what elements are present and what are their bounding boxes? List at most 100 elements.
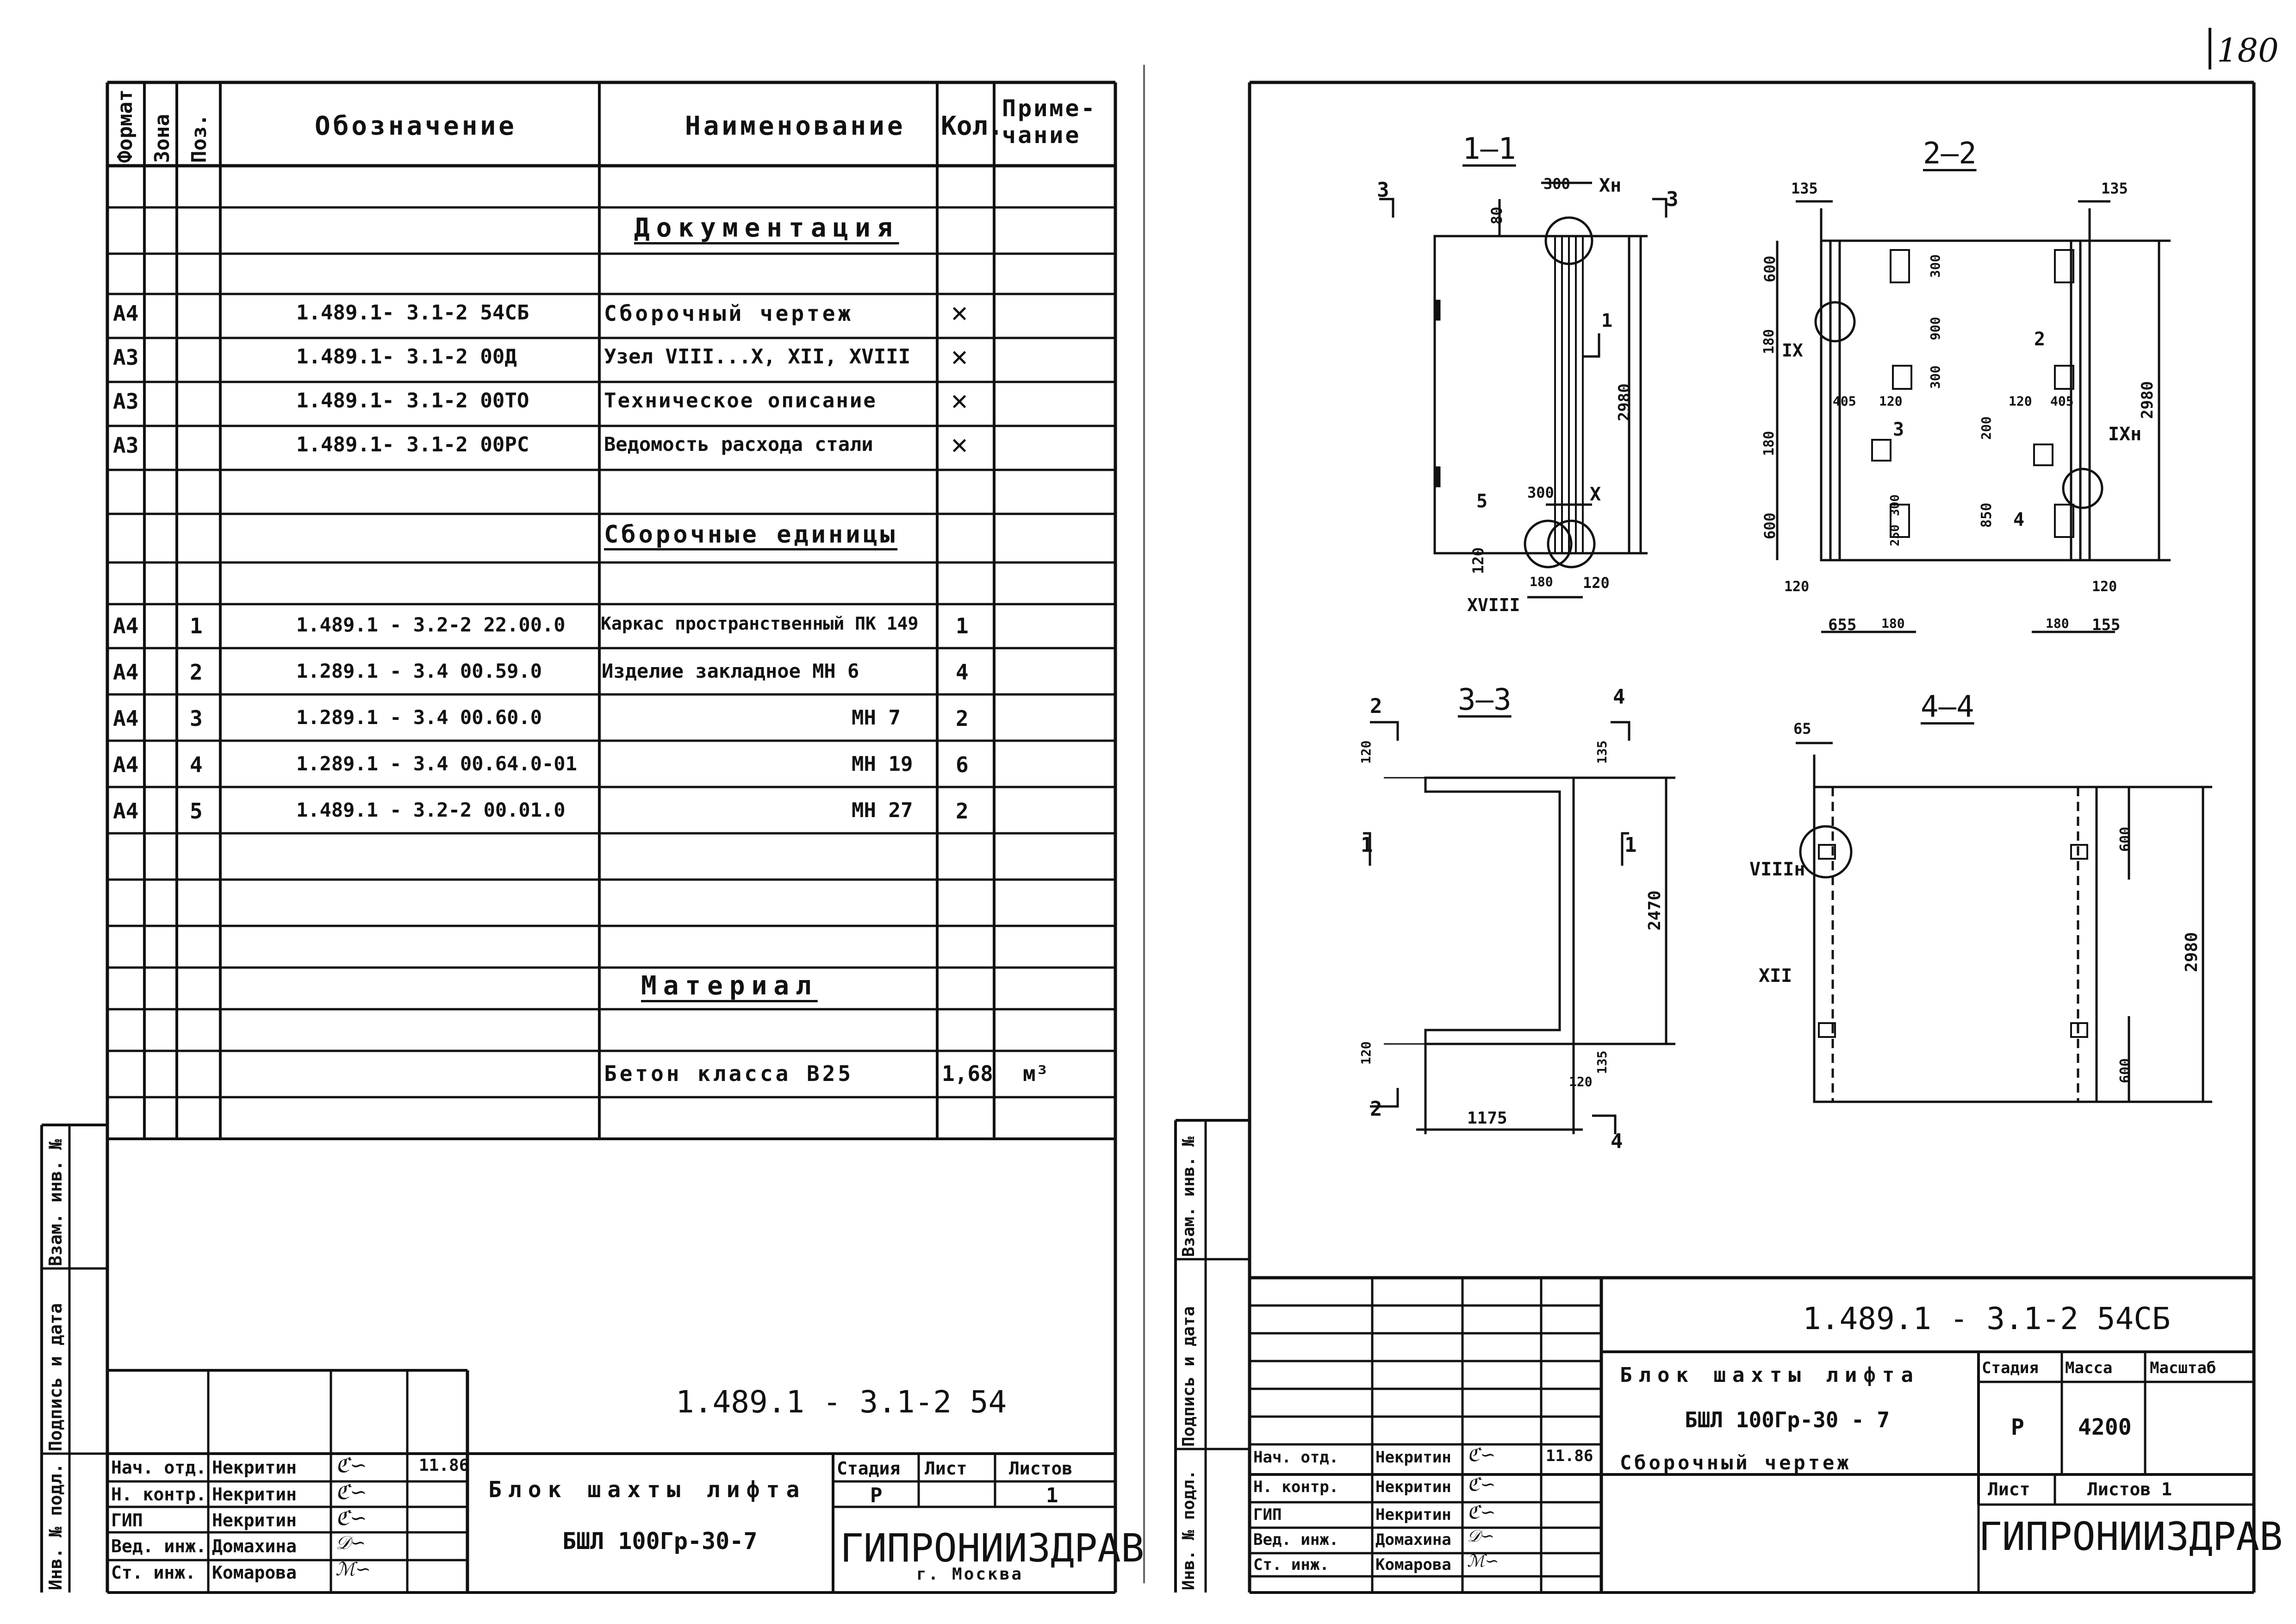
- stamp-signature-date: Подпись и дата: [1179, 1306, 1198, 1447]
- header-note: Приме-чание: [1002, 95, 1097, 149]
- header-zone: Зона: [150, 114, 174, 163]
- doc-row-name: Техническое описание: [604, 389, 877, 412]
- signature-icon: ℭ∽: [336, 1480, 367, 1504]
- section-assembly-units: Сборочные единицы: [604, 521, 898, 549]
- right-role-name: Домахина: [1375, 1530, 1451, 1549]
- unit-row-name: Изделие закладное МН 6: [602, 660, 859, 682]
- left-role-name: Комарова: [212, 1562, 297, 1583]
- dim-label: 2980: [2182, 932, 2201, 972]
- unit-row-qty: 1: [956, 613, 969, 638]
- dim-label: 1175: [1467, 1109, 1507, 1128]
- dim-label: 600: [1761, 512, 1779, 539]
- cut-mark: 3: [1377, 178, 1389, 202]
- dim-label: 300: [1543, 175, 1570, 193]
- right-title-line3: Сборочный чертеж: [1620, 1451, 1852, 1474]
- unit-row-name: МН 7: [852, 706, 901, 730]
- cut-mark: 4: [1611, 1130, 1623, 1153]
- right-stage: Р: [2011, 1414, 2024, 1440]
- dim-label: 655: [1828, 616, 1857, 634]
- callout-node: IX: [1782, 340, 1803, 361]
- dim-label: 180: [1530, 574, 1553, 589]
- left-role: Н. контр.: [111, 1484, 206, 1505]
- signature-icon: ℭ∽: [1467, 1502, 1496, 1523]
- left-sheets: 1: [1046, 1484, 1058, 1507]
- right-role-name: Некритин: [1375, 1505, 1451, 1524]
- dim-label: 600: [2117, 1058, 2134, 1083]
- left-role-name: Некритин: [212, 1510, 297, 1530]
- dim-label: 155: [2092, 616, 2121, 634]
- doc-row-mark: ✕: [951, 340, 968, 373]
- unit-row-position: 1: [190, 613, 203, 638]
- dim-label: 65: [1793, 720, 1811, 737]
- left-role: Вед. инж.: [111, 1536, 206, 1556]
- section-label-3-3: 3—3: [1458, 683, 1512, 717]
- dim-label: 120: [1879, 394, 1903, 409]
- doc-row-name: Сборочный чертеж: [604, 301, 854, 326]
- callout-node: VIIIн: [1749, 859, 1805, 880]
- doc-row-designation: 1.489.1- 3.1-2 00Д: [296, 345, 517, 369]
- callout-node: IXн: [2108, 424, 2142, 445]
- right-role-name: Комарова: [1375, 1555, 1451, 1574]
- callout-node: Xн: [1599, 175, 1622, 196]
- unit-row-position: 3: [190, 706, 203, 731]
- doc-row-name: Узел VIII...X, XII, XVIII: [604, 345, 911, 369]
- right-role: ГИП: [1253, 1505, 1282, 1524]
- left-role-name: Некритин: [212, 1484, 297, 1505]
- right-sheets-label: Листов 1: [2087, 1479, 2172, 1499]
- unit-row-format: А4: [113, 613, 139, 638]
- right-date: 11.86: [1546, 1447, 1593, 1465]
- header-designation: Обозначение: [315, 111, 517, 141]
- dim-label: 180: [1881, 616, 1905, 631]
- left-stage: Р: [870, 1484, 883, 1507]
- unit-row-name: Каркас пространственный ПК 149: [601, 613, 919, 634]
- dim-label: 135: [1791, 180, 1818, 197]
- dim-label: 405: [2050, 394, 2074, 409]
- dim-label: 120: [1469, 547, 1487, 574]
- dim-label: 2980: [1615, 383, 1634, 421]
- callout-position: 4: [2013, 509, 2025, 531]
- right-role: Ст. инж.: [1253, 1555, 1329, 1574]
- right-role: Н. контр.: [1253, 1478, 1339, 1496]
- dim-label: 2980: [2138, 381, 2157, 419]
- unit-row-position: 4: [190, 752, 203, 777]
- signature-icon: ℭ∽: [336, 1506, 367, 1530]
- unit-row-position: 2: [190, 660, 203, 685]
- dim-label: 180: [1761, 329, 1777, 354]
- signature-icon: ℭ∽: [1467, 1474, 1496, 1495]
- cut-mark: 3: [1666, 187, 1679, 211]
- dim-label: 300: [1928, 254, 1943, 278]
- left-city: г. Москва: [916, 1565, 1024, 1584]
- stamp-original-inv: Инв. № подл.: [45, 1463, 66, 1590]
- doc-row-designation: 1.489.1- 3.1-2 54СБ: [296, 301, 529, 325]
- callout-position: 3: [1893, 419, 1904, 440]
- doc-row-designation: 1.489.1- 3.1-2 00ТО: [296, 389, 529, 412]
- section-material: Материал: [641, 971, 818, 1001]
- right-stage-label: Стадия: [1982, 1359, 2039, 1377]
- unit-row-format: А4: [113, 706, 139, 731]
- doc-row-designation: 1.489.1- 3.1-2 00РС: [296, 433, 529, 456]
- doc-row-format: А3: [113, 345, 139, 370]
- header-qty: Кол.: [941, 111, 1003, 141]
- dim-label: 120: [1569, 1074, 1593, 1089]
- cut-mark: 2: [1370, 1097, 1382, 1121]
- unit-row-designation: 1.489.1 - 3.2-2 00.01.0: [296, 799, 566, 821]
- unit-row-qty: 4: [956, 660, 969, 685]
- left-role: Нач. отд.: [111, 1457, 206, 1478]
- left-org: ГИПРОНИИЗДРАВ: [840, 1525, 1145, 1571]
- section-documentation: Документация: [634, 213, 899, 243]
- unit-row-format: А4: [113, 799, 139, 824]
- dim-label: 250: [1888, 525, 1902, 546]
- section-label-2-2: 2—2: [1923, 137, 1977, 171]
- stamp-replace-inv: Взам. инв. №: [45, 1139, 66, 1266]
- dim-label: 405: [1833, 394, 1856, 409]
- header-position: Поз.: [187, 114, 211, 163]
- unit-row-designation: 1.489.1 - 3.2-2 22.00.0: [296, 613, 566, 636]
- header-format: Формат: [113, 89, 137, 163]
- left-stage-label: Стадия: [837, 1458, 901, 1479]
- right-sheet-label: Лист: [1988, 1479, 2030, 1499]
- material-qty: 1,68: [942, 1061, 993, 1086]
- right-scale-label: Масштаб: [2150, 1359, 2216, 1377]
- dim-label: 120: [1784, 579, 1810, 595]
- doc-row-name: Ведомость расхода стали: [604, 433, 873, 456]
- cut-mark: 1: [1624, 833, 1637, 857]
